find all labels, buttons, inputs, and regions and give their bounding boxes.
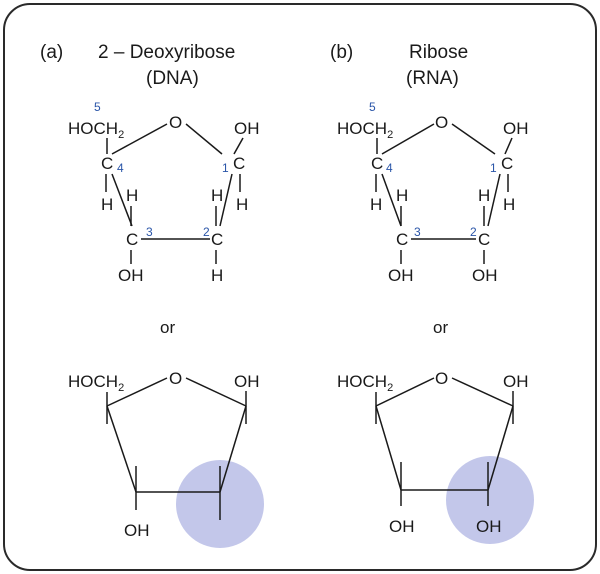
c2-h-upper: H <box>211 186 223 205</box>
panel-a-title: 2 – Deoxyribose <box>98 42 235 63</box>
panel-ribose: (b) Ribose (RNA) 5 HOCH2 O OH C 4 1 C H … <box>330 42 534 544</box>
r-c3-h: H <box>396 186 408 205</box>
r-c2-h: H <box>478 186 490 205</box>
r-bond-c4-o <box>381 123 435 155</box>
deoxyribose-structure: 5 HOCH2 O OH C 4 1 C H H H H 3 C <box>68 100 260 285</box>
hw-bond-c1-c2 <box>219 405 247 493</box>
panel-b-letter: (b) <box>330 42 353 63</box>
c3-oh: OH <box>118 266 144 285</box>
carbon-number-1: 1 <box>222 161 229 175</box>
r-carbon-number-4: 4 <box>386 161 393 175</box>
hw-c1-oh: OH <box>234 372 260 391</box>
hoch2-label: HOCH2 <box>68 119 124 141</box>
r-bond-c1-c2 <box>487 173 501 227</box>
r-hw-bond-c4-o <box>375 377 435 407</box>
r-carbon-number-1: 1 <box>490 161 497 175</box>
panel-b-or: or <box>433 318 448 337</box>
c2-h-lower: H <box>211 266 223 285</box>
hw-ring-oxygen: O <box>169 369 182 388</box>
r-bond-o-c1 <box>451 123 496 155</box>
panel-a-letter: (a) <box>40 42 63 63</box>
r-carbon-number-5: 5 <box>369 100 376 114</box>
r-c4-h: H <box>370 195 382 214</box>
r-hw-c3-oh: OH <box>389 517 415 536</box>
c1-h: H <box>236 195 248 214</box>
c3-carbon: C <box>126 230 138 249</box>
panel-deoxyribose: (a) 2 – Deoxyribose (DNA) 5 HOCH2 O OH C… <box>40 42 264 548</box>
panel-b-subtitle: (RNA) <box>406 68 459 89</box>
r-hw-bond-c1-c2 <box>487 405 514 491</box>
hw-c3-oh: OH <box>124 521 150 540</box>
r-c2-highlight-circle <box>446 456 534 544</box>
r-c2-oh: OH <box>472 266 498 285</box>
r-bond-c1-oh <box>504 137 513 155</box>
r-hoch2-label: HOCH2 <box>337 119 393 141</box>
carbon-number-5: 5 <box>94 100 101 114</box>
panel-a-or: or <box>160 318 175 337</box>
c2-carbon: C <box>211 230 223 249</box>
c4-h: H <box>101 195 113 214</box>
r-ring-oxygen: O <box>435 113 448 132</box>
bond-c4-c3 <box>111 173 133 227</box>
r-c2-carbon: C <box>478 230 490 249</box>
r-hw-bond-o-c1 <box>451 377 514 407</box>
r-bond-c4-c3 <box>381 173 402 227</box>
r-carbon-number-2: 2 <box>470 225 477 239</box>
r-c4-carbon: C <box>371 154 383 173</box>
ribose-structure: 5 HOCH2 O OH C 4 1 C H H H H 3 C <box>337 100 529 285</box>
deoxyribose-haworth: HOCH2 O OH OH <box>68 369 264 548</box>
c1-oh: OH <box>234 119 260 138</box>
r-hw-c2-oh: OH <box>476 517 502 536</box>
r-c1-carbon: C <box>501 154 513 173</box>
bond-c1-oh <box>233 137 244 155</box>
panel-a-subtitle: (DNA) <box>146 68 199 89</box>
figure-frame <box>3 3 597 571</box>
c1-carbon: C <box>233 154 245 173</box>
r-c1-oh: OH <box>503 119 529 138</box>
bond-c4-o <box>111 123 168 155</box>
r-hw-hoch2-label: HOCH2 <box>337 372 393 394</box>
r-hw-c1-oh: OH <box>503 372 529 391</box>
r-c3-carbon: C <box>396 230 408 249</box>
bond-o-c1 <box>185 123 223 155</box>
hw-bond-o-c1 <box>185 377 247 407</box>
r-carbon-number-3: 3 <box>414 225 421 239</box>
carbon-number-3: 3 <box>146 225 153 239</box>
c3-h: H <box>126 186 138 205</box>
r-hw-ring-oxygen: O <box>435 369 448 388</box>
hw-hoch2-label: HOCH2 <box>68 372 124 394</box>
panel-b-title: Ribose <box>409 42 468 63</box>
ribose-haworth: HOCH2 O OH OH OH <box>337 369 534 544</box>
r-hw-bond-c4-c3 <box>375 405 402 491</box>
c4-carbon: C <box>101 154 113 173</box>
r-c1-h: H <box>503 195 515 214</box>
carbon-number-4: 4 <box>117 161 124 175</box>
hw-bond-c4-o <box>106 377 168 407</box>
hw-bond-c4-c3 <box>106 405 137 493</box>
r-c3-oh: OH <box>388 266 414 285</box>
ring-oxygen: O <box>169 113 182 132</box>
carbon-number-2: 2 <box>203 225 210 239</box>
bond-c1-c2 <box>219 173 233 227</box>
